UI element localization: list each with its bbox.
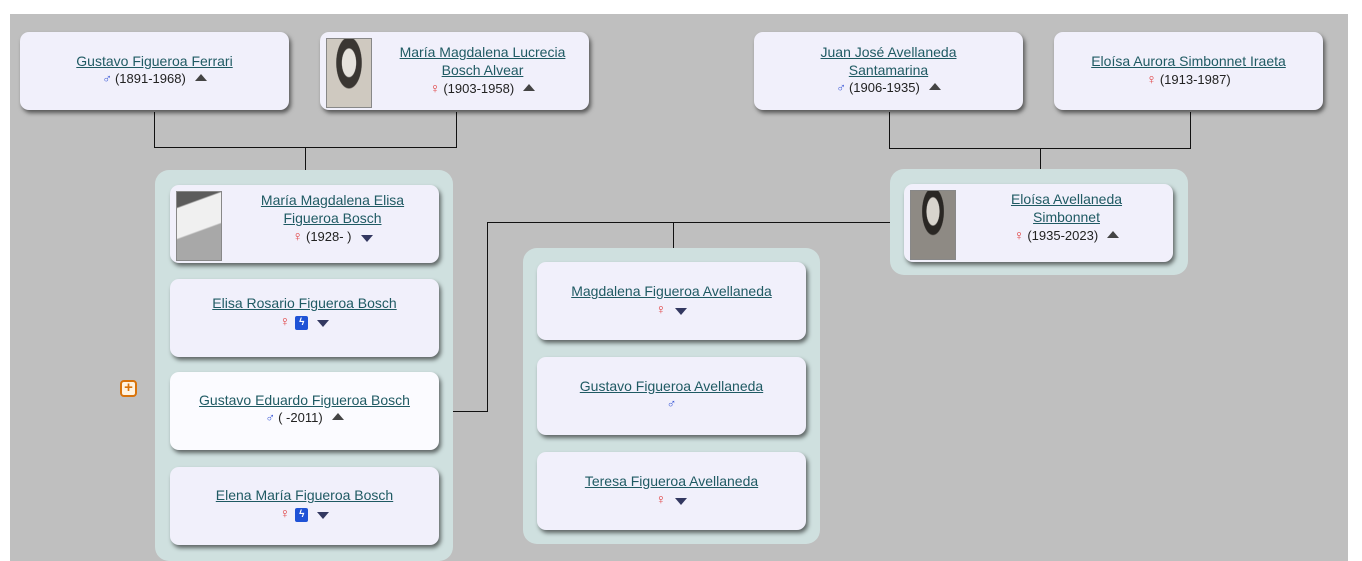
connector-line: [487, 222, 488, 412]
person-name-link[interactable]: Teresa Figueroa Avellaneda: [584, 473, 759, 489]
person-card[interactable]: María Magdalena Lucrecia Bosch Alvear ♀(…: [320, 32, 589, 110]
female-icon: ♀: [279, 313, 291, 329]
female-icon: ♀: [279, 505, 291, 521]
person-card[interactable]: Gustavo Figueroa Avellaneda ♂: [537, 357, 806, 435]
lightning-badge-icon: ϟ: [295, 315, 309, 330]
person-name-link[interactable]: Simbonnet: [1033, 209, 1100, 225]
person-name-link[interactable]: Santamarina: [848, 62, 929, 78]
person-card[interactable]: María Magdalena Elisa Figueroa Bosch ♀(1…: [170, 185, 439, 263]
person-name-link[interactable]: Gustavo Figueroa Ferrari: [76, 53, 233, 69]
male-icon: ♂: [666, 396, 677, 411]
expand-children-icon[interactable]: [317, 512, 330, 520]
connector-line: [889, 112, 890, 148]
person-photo: [176, 191, 222, 261]
female-icon: ♀: [655, 301, 667, 317]
expand-children-icon[interactable]: [317, 320, 330, 328]
person-card[interactable]: Juan José Avellaneda Santamarina ♂(1906-…: [754, 32, 1023, 110]
female-icon: ♀: [292, 228, 303, 244]
connector-line: [1040, 148, 1041, 186]
person-photo: [326, 38, 372, 108]
lightning-badge-icon: ϟ: [295, 507, 309, 522]
female-icon: ♀: [1013, 227, 1025, 243]
family-tree-canvas: Gustavo Figueroa Ferrari ♂(1891-1968) Ma…: [10, 14, 1348, 561]
person-name-link[interactable]: Gustavo Figueroa Avellaneda: [579, 378, 764, 394]
female-icon: ♀: [1146, 71, 1157, 87]
person-card[interactable]: Elena María Figueroa Bosch ♀ ϟ: [170, 467, 439, 545]
person-card[interactable]: Magdalena Figueroa Avellaneda ♀: [537, 262, 806, 340]
expand-parents-icon[interactable]: [1107, 231, 1120, 239]
person-name-link[interactable]: Bosch Alvear: [441, 62, 524, 78]
person-name-link[interactable]: Magdalena Figueroa Avellaneda: [571, 283, 772, 299]
connector-line: [487, 222, 904, 223]
person-card[interactable]: Gustavo Eduardo Figueroa Bosch ♂( -2011): [170, 372, 439, 450]
expand-parents-icon[interactable]: [194, 74, 207, 82]
person-name-link[interactable]: Elisa Rosario Figueroa Bosch: [212, 295, 397, 311]
person-name-link[interactable]: Eloísa Aurora Simbonnet Iraeta: [1091, 53, 1286, 69]
expand-children-icon[interactable]: [360, 235, 373, 243]
expand-button[interactable]: +: [120, 380, 137, 397]
connector-line: [1190, 112, 1191, 148]
female-icon: ♀: [429, 80, 441, 96]
connector-line: [154, 112, 155, 147]
person-name-link[interactable]: Juan José Avellaneda: [820, 44, 957, 60]
expand-parents-icon[interactable]: [523, 84, 536, 92]
connector-line: [305, 147, 306, 185]
male-icon: ♂: [836, 80, 846, 95]
person-name-link[interactable]: María Magdalena Lucrecia: [399, 44, 566, 60]
person-card[interactable]: Gustavo Figueroa Ferrari ♂(1891-1968): [20, 32, 289, 110]
connector-line: [456, 112, 457, 147]
expand-children-icon[interactable]: [675, 308, 688, 316]
person-card[interactable]: Eloísa Aurora Simbonnet Iraeta ♀(1913-19…: [1054, 32, 1323, 110]
person-card[interactable]: Elisa Rosario Figueroa Bosch ♀ ϟ: [170, 279, 439, 357]
person-name-link[interactable]: Elena María Figueroa Bosch: [215, 487, 394, 503]
person-photo: [910, 190, 956, 260]
male-icon: ♂: [102, 71, 112, 86]
person-name-link[interactable]: María Magdalena Elisa: [260, 192, 405, 208]
person-name-link[interactable]: Figueroa Bosch: [283, 210, 382, 226]
person-card[interactable]: Teresa Figueroa Avellaneda ♀: [537, 452, 806, 530]
person-name-link[interactable]: Eloísa Avellaneda: [1010, 191, 1123, 207]
expand-parents-icon[interactable]: [331, 413, 344, 421]
expand-parents-icon[interactable]: [928, 83, 941, 91]
expand-children-icon[interactable]: [675, 498, 688, 506]
person-name-link[interactable]: Gustavo Eduardo Figueroa Bosch: [199, 392, 410, 408]
connector-line: [673, 222, 674, 248]
female-icon: ♀: [655, 491, 667, 507]
person-card[interactable]: Eloísa Avellaneda Simbonnet ♀(1935-2023): [904, 184, 1173, 262]
connector-line: [437, 411, 487, 412]
male-icon: ♂: [265, 410, 276, 425]
